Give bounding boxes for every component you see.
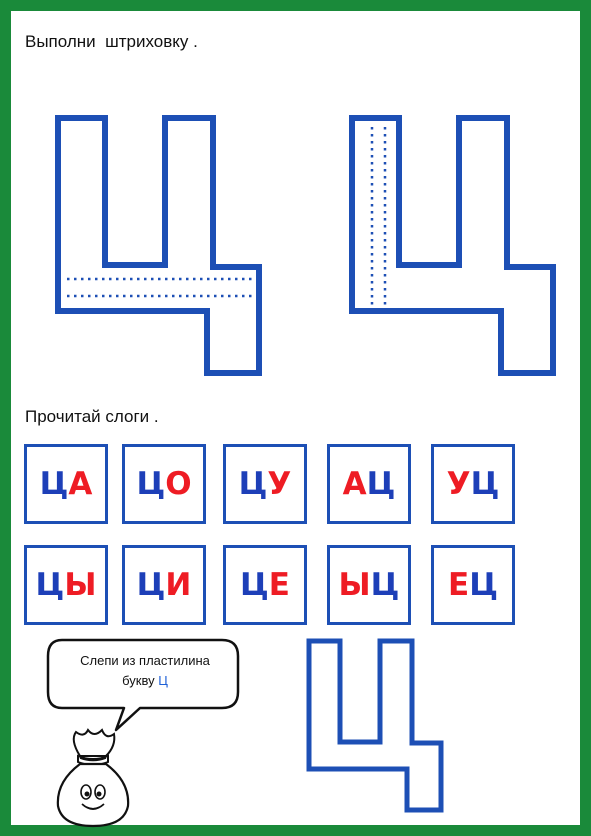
smiling-bag-icon xyxy=(56,728,130,828)
syllable-letter: Ц xyxy=(39,466,69,502)
syllable-letter: Ц xyxy=(136,466,166,502)
letter-tse-outline-horizontal-hatching xyxy=(55,115,262,376)
syllable-letter: А xyxy=(68,466,93,502)
syllable-letter: Е xyxy=(268,567,290,603)
syllable-letter: Ц xyxy=(469,567,498,603)
letter-tse-outline-vertical-hatching xyxy=(349,115,556,376)
syllable-letter: Ы xyxy=(64,567,97,603)
hatching-instruction: Выполни штриховку . xyxy=(25,32,198,51)
syllable-letter: Ц xyxy=(240,567,269,603)
syllable-letter: Ы xyxy=(338,567,371,603)
syllable-letter: Ц xyxy=(136,567,166,603)
syllable-letter: Ц xyxy=(238,466,268,502)
syllable-letter: И xyxy=(165,567,192,603)
letter-tse-plasticine-outline xyxy=(306,638,444,813)
bubble-line-2: букву Ц xyxy=(60,671,230,691)
speech-bubble xyxy=(46,638,240,732)
bubble-word: букву xyxy=(122,673,155,688)
bubble-highlighted-letter: Ц xyxy=(158,673,168,688)
bubble-line-1: Слепи из пластилина xyxy=(80,653,210,668)
read-instruction: Прочитай слоги . xyxy=(25,407,159,426)
syllable-letter: Ц xyxy=(366,466,396,502)
syllable-letter: О xyxy=(165,466,192,502)
syllable-letter: Ц xyxy=(470,466,500,502)
speech-bubble-text: Слепи из пластилина букву Ц xyxy=(60,651,230,691)
syllable-letter: Ц xyxy=(35,567,65,603)
syllable-letter: У xyxy=(267,466,292,502)
syllable-letter: У xyxy=(446,466,471,502)
syllable-letter: Ц xyxy=(370,567,400,603)
syllable-letter: Е xyxy=(448,567,470,603)
syllable-letter: А xyxy=(342,466,367,502)
